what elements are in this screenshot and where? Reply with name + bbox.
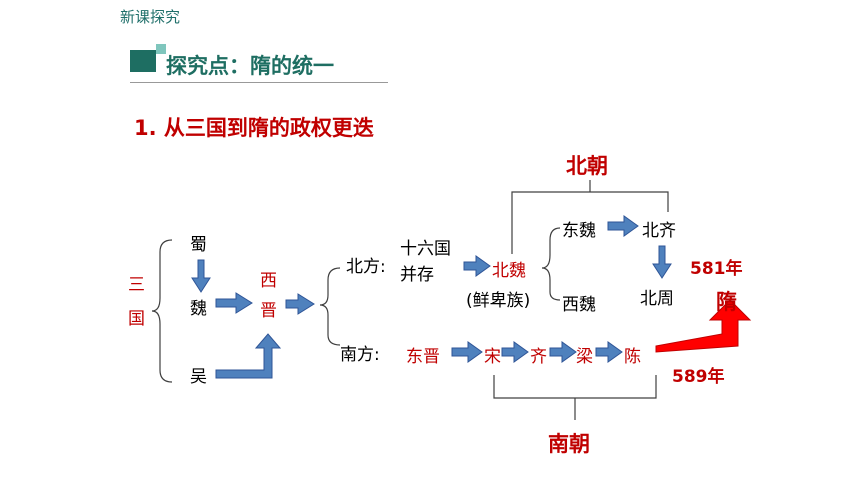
state-wei: 魏 bbox=[190, 299, 207, 319]
xijin-char-2: 晋 bbox=[260, 301, 277, 321]
sanguo-char-2: 国 bbox=[128, 309, 145, 329]
wei-split-brace bbox=[541, 227, 561, 301]
arrow-shu-to-wei bbox=[191, 259, 211, 293]
header-tag: 新课探究 bbox=[120, 8, 181, 26]
arrow-wei-to-xijin bbox=[215, 292, 253, 314]
nanchao-label: 南朝 bbox=[548, 432, 590, 456]
dongwei-label: 东魏 bbox=[562, 221, 596, 241]
section-title: 探究点：隋的统一 bbox=[166, 54, 334, 78]
sanguo-char-1: 三 bbox=[128, 275, 145, 295]
beiwei-label: 北魏 bbox=[492, 261, 526, 281]
arrow-sixteen-to-beiwei bbox=[463, 255, 491, 277]
xijin-char-1: 西 bbox=[260, 271, 277, 291]
sixteen-kingdoms-line-2: 并存 bbox=[400, 265, 434, 285]
state-wu: 吴 bbox=[190, 367, 207, 387]
year-581: 581年 bbox=[690, 259, 743, 279]
beizhou-label: 北周 bbox=[640, 289, 674, 309]
year-589: 589年 bbox=[672, 367, 725, 387]
south-state-liang: 梁 bbox=[576, 347, 593, 367]
north-south-brace bbox=[319, 267, 341, 346]
sixteen-kingdoms-line-1: 十六国 bbox=[400, 239, 451, 259]
arrow-wu-to-xijin bbox=[215, 333, 282, 379]
south-state-qi: 齐 bbox=[530, 347, 547, 367]
south-state-song: 宋 bbox=[484, 347, 501, 367]
xianbei-label: (鲜卑族) bbox=[466, 291, 531, 311]
arrow-chen-to-sui bbox=[655, 299, 752, 353]
beichao-label: 北朝 bbox=[566, 154, 608, 178]
xijin-label: 西 晋 bbox=[260, 266, 280, 326]
arrow-qi-to-liang bbox=[549, 341, 577, 363]
nanchao-bracket bbox=[493, 375, 657, 399]
arrow-song-to-qi bbox=[501, 341, 529, 363]
arrow-dongwei-to-beiqi bbox=[607, 215, 639, 237]
north-label: 北方: bbox=[346, 257, 386, 277]
south-state-chen: 陈 bbox=[624, 347, 641, 367]
south-state-dongjin: 东晋 bbox=[406, 347, 440, 367]
title-bar-decoration bbox=[130, 50, 156, 72]
arrow-xijin-to-brace bbox=[285, 293, 315, 315]
sanguo-brace bbox=[151, 239, 173, 383]
arrow-beiqi-to-beizhou bbox=[652, 245, 672, 279]
sixteen-kingdoms: 十六国 并存 bbox=[400, 236, 472, 288]
sanguo-label: 三 国 bbox=[128, 268, 148, 336]
subtitle: 1. 从三国到隋的政权更迭 bbox=[134, 116, 374, 140]
south-label: 南方: bbox=[340, 345, 380, 365]
beiqi-label: 北齐 bbox=[642, 221, 676, 241]
xiwei-label: 西魏 bbox=[562, 295, 596, 315]
sui-label: 隋 bbox=[716, 290, 737, 314]
state-shu: 蜀 bbox=[190, 235, 207, 255]
arrow-liang-to-chen bbox=[595, 341, 623, 363]
arrow-dongjin-to-song bbox=[451, 341, 483, 363]
title-underline bbox=[130, 82, 388, 83]
title-square-decoration bbox=[156, 44, 166, 54]
